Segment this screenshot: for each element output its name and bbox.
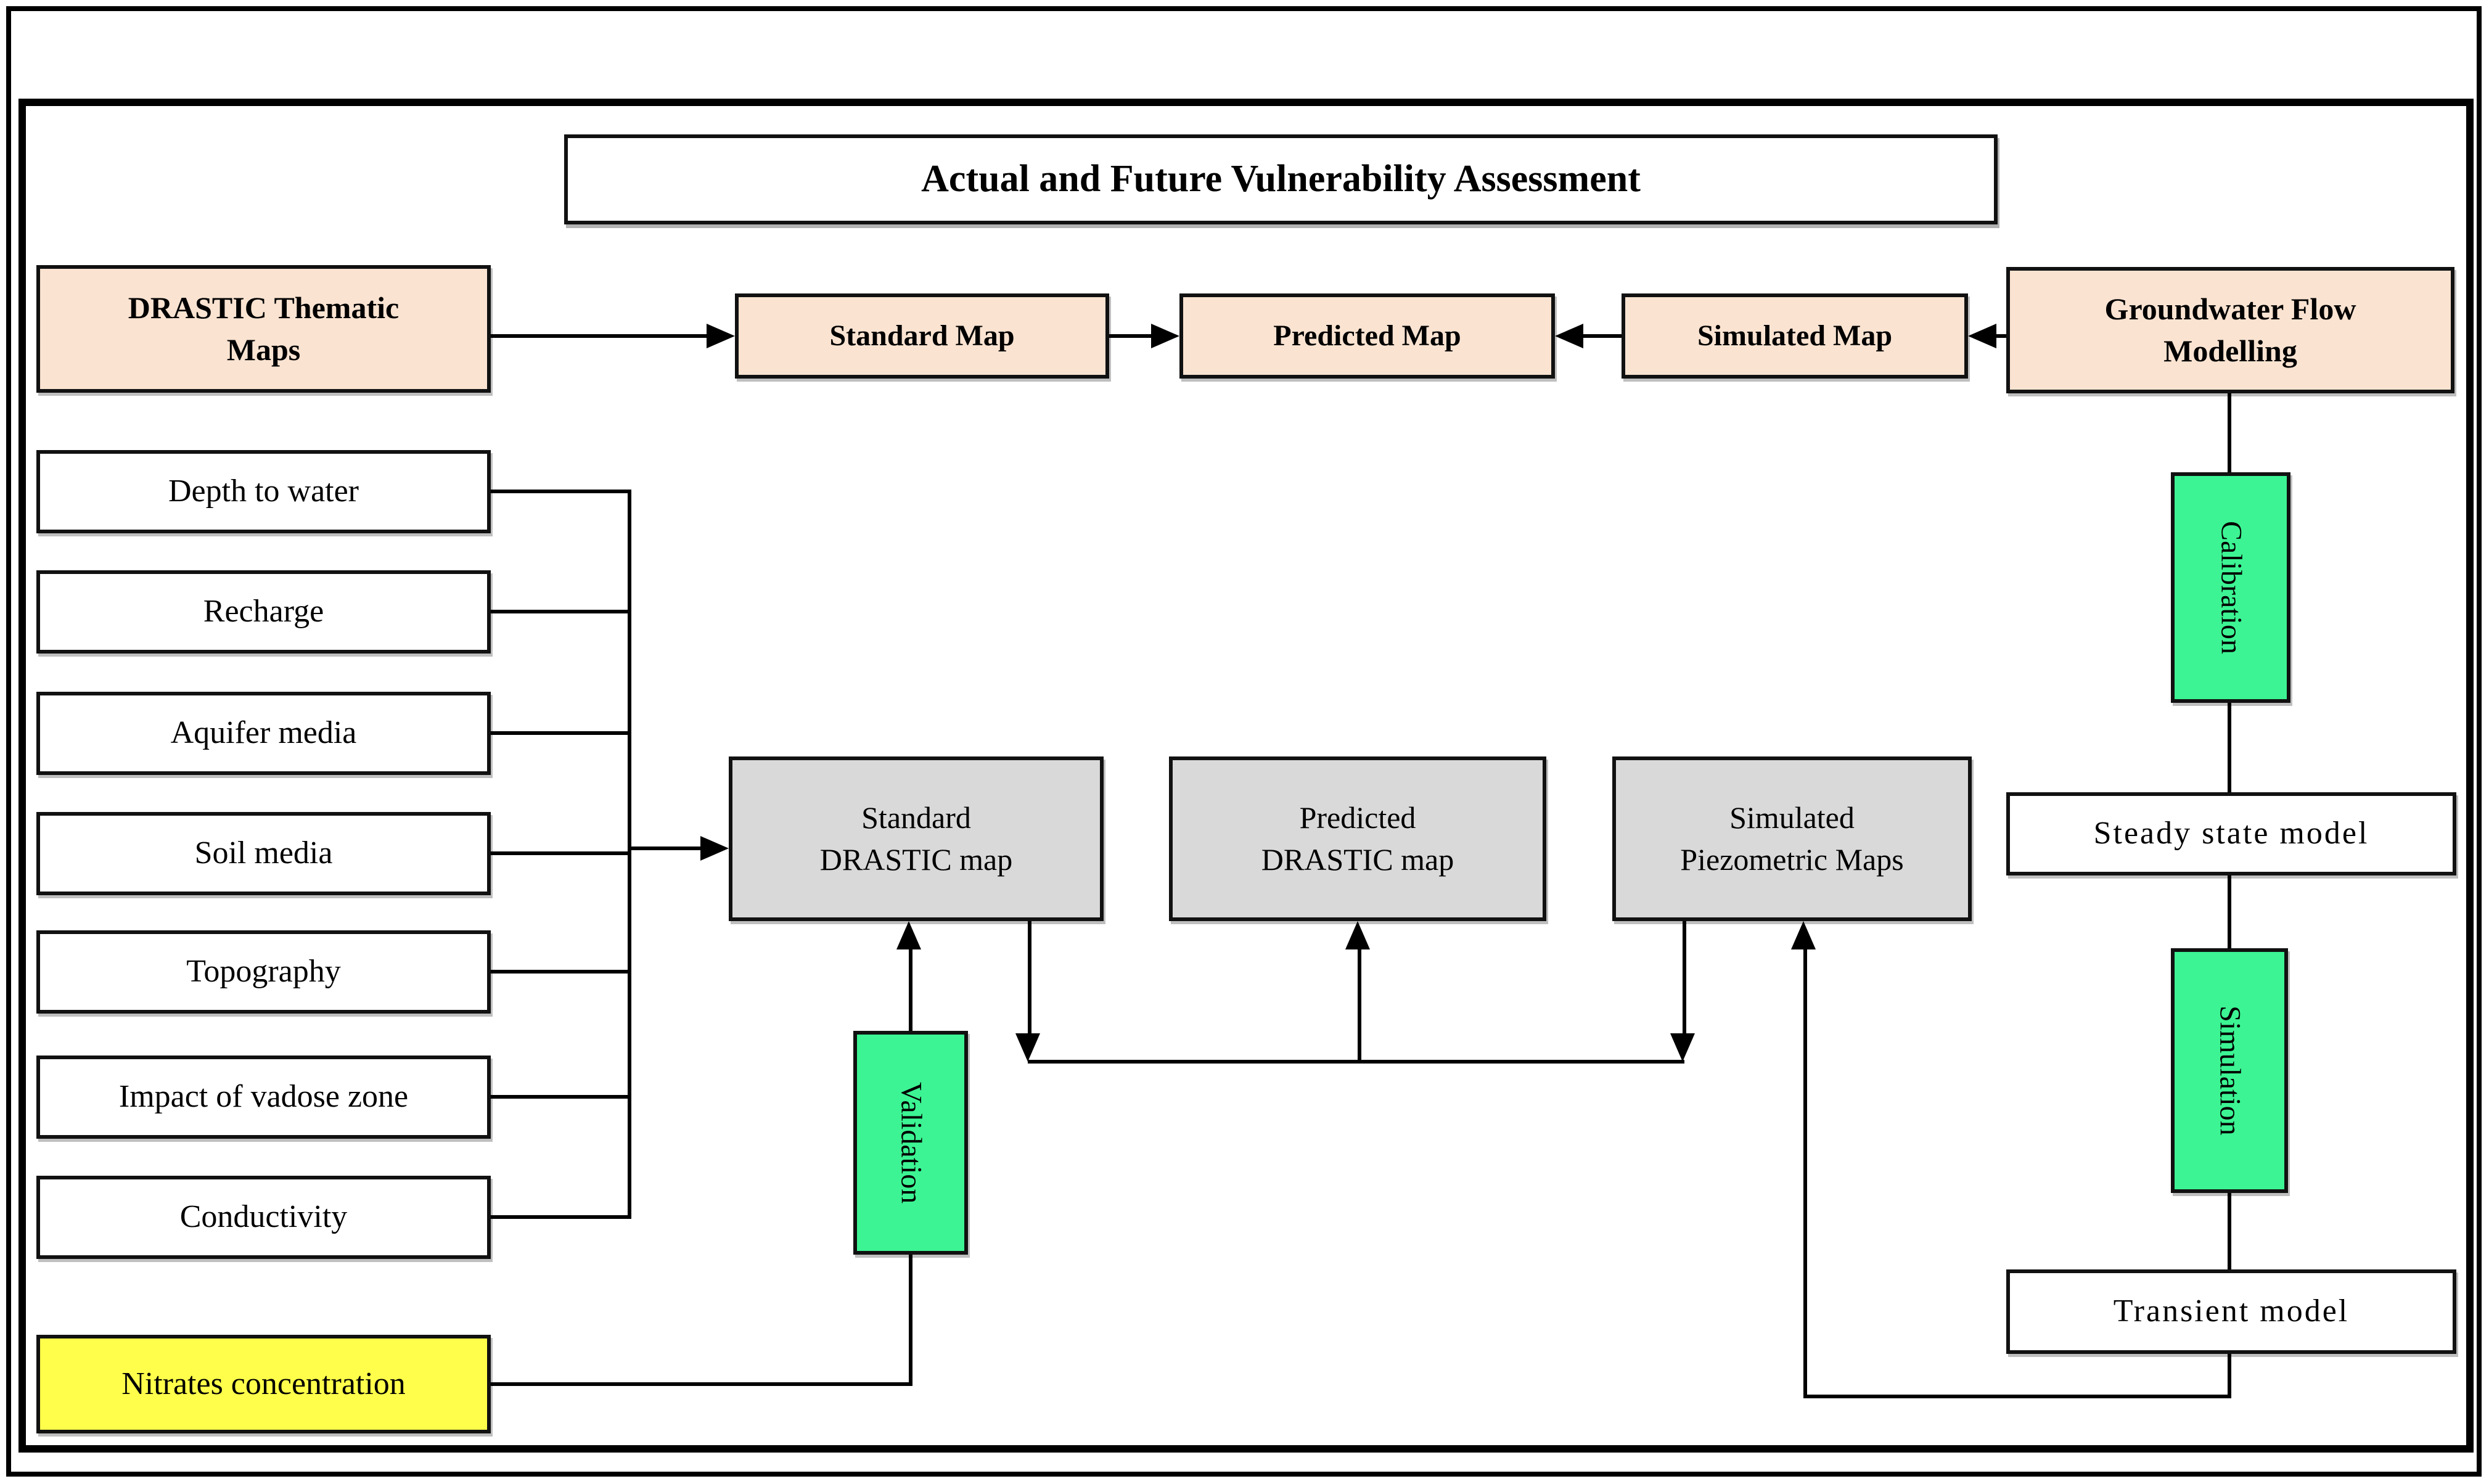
arrowhead-right-standard-drastic — [700, 836, 729, 861]
validation-label: Validation — [895, 1081, 928, 1204]
collector-line-parameters — [628, 490, 631, 1219]
node-drastic-thematic-maps: DRASTIC Thematic Maps — [36, 265, 491, 393]
node-recharge: Recharge — [36, 570, 491, 654]
node-conductivity: Conductivity — [36, 1176, 491, 1259]
stub-recharge — [491, 610, 629, 613]
stub-conductivity — [491, 1215, 629, 1219]
node-soil-media: Soil media — [36, 812, 491, 895]
diagram-title: Actual and Future Vulnerability Assessme… — [564, 134, 1998, 224]
simulation-label: Simulation — [2213, 1006, 2247, 1136]
stub-soil-media — [491, 851, 629, 855]
node-validation: Validation — [853, 1031, 968, 1255]
connector-calibration-to-steady-state — [2228, 703, 2231, 792]
node-simulation: Simulation — [2171, 948, 2288, 1193]
connector-bus-to-predicted-drastic — [1358, 949, 1361, 1062]
arrowhead-up-standard-drastic — [896, 921, 921, 949]
node-simulated-piezometric-maps: Simulated Piezometric Maps — [1612, 756, 1972, 921]
node-steady-state-model: Steady state model — [2006, 792, 2456, 875]
inner-border-frame — [18, 99, 2474, 1453]
node-standard-map: Standard Map — [735, 293, 1109, 379]
connector-simulation-to-transient — [2228, 1193, 2231, 1269]
arrowhead-down-from-simulated-piezo — [1670, 1033, 1695, 1062]
connector-thematic-to-standard-map — [491, 334, 709, 338]
node-groundwater-flow-modelling: Groundwater Flow Modelling — [2006, 267, 2454, 393]
node-transient-model: Transient model — [2006, 1269, 2456, 1354]
connector-steady-state-to-simulation — [2228, 875, 2231, 948]
node-predicted-map: Predicted Map — [1179, 293, 1555, 379]
arrowhead-up-predicted-drastic — [1345, 921, 1370, 949]
node-depth-to-water: Depth to water — [36, 450, 491, 533]
connector-standard-drastic-down — [1028, 921, 1031, 1036]
arrowhead-up-simulated-piezo — [1791, 921, 1816, 949]
node-aquifer-media: Aquifer media — [36, 692, 491, 775]
arrowhead-left-predicted-map — [1555, 324, 1583, 348]
stub-topography — [491, 970, 629, 974]
arrowhead-down-from-standard-drastic — [1015, 1033, 1040, 1062]
arrowhead-right-standard-map — [707, 324, 735, 348]
connector-middle-bus — [1028, 1060, 1684, 1064]
node-topography: Topography — [36, 930, 491, 1014]
connector-standard-to-predicted-map — [1109, 334, 1152, 338]
connector-transient-down — [2228, 1354, 2231, 1398]
node-predicted-drastic-map: Predicted DRASTIC map — [1169, 756, 1546, 921]
stub-depth-to-water — [491, 490, 629, 493]
connector-simulated-piezo-down — [1683, 921, 1686, 1036]
stub-aquifer-media — [491, 731, 629, 735]
stub-impact-of-vadose-zone — [491, 1095, 629, 1099]
connector-parameters-to-standard-drastic — [628, 847, 703, 850]
outer-border-frame — [6, 6, 2482, 1477]
node-standard-drastic-map: Standard DRASTIC map — [729, 756, 1104, 921]
node-calibration: Calibration — [2171, 472, 2290, 703]
node-nitrates-concentration: Nitrates concentration — [36, 1335, 491, 1433]
connector-gfm-to-calibration — [2228, 393, 2231, 472]
calibration-label: Calibration — [2215, 521, 2248, 654]
connector-gfm-to-simulated-map — [1994, 334, 2006, 338]
arrowhead-left-simulated-map — [1968, 324, 1996, 348]
connector-up-to-simulated-piezo — [1803, 949, 1807, 1398]
connector-nitrates-to-validation — [491, 1382, 912, 1386]
connector-validation-up — [909, 947, 912, 1031]
node-impact-of-vadose-zone: Impact of vadose zone — [36, 1056, 491, 1139]
arrowhead-right-predicted-map — [1151, 324, 1179, 348]
connector-bottom-right-bus — [1803, 1395, 2231, 1398]
connector-validation-down — [909, 1255, 912, 1386]
connector-simulated-to-predicted-map — [1581, 334, 1622, 338]
node-simulated-map: Simulated Map — [1622, 293, 1968, 379]
